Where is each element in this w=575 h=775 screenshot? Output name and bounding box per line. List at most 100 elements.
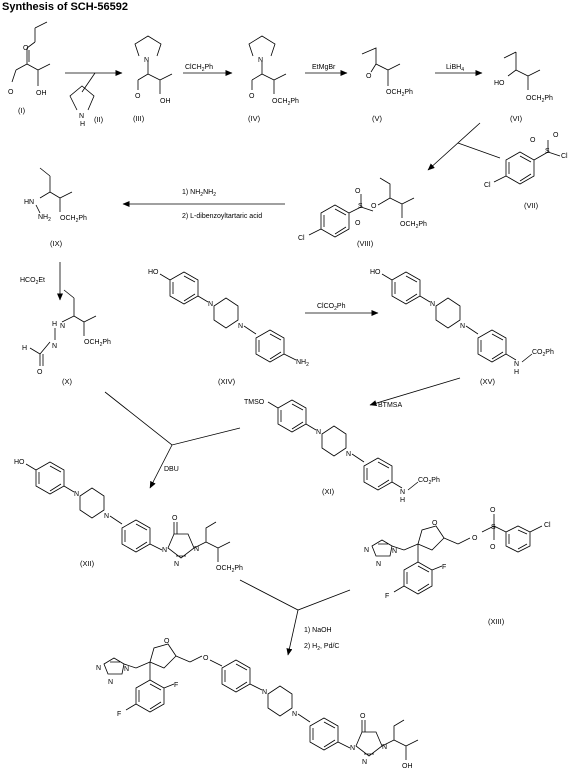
reagent-libh4: LiBH4 — [446, 64, 464, 73]
atom-oh: OH — [36, 90, 47, 97]
atom-n: N — [376, 561, 381, 568]
atom-h: H — [22, 345, 27, 352]
compound-I: O O OH (I) — [8, 21, 51, 115]
label-IV: (IV) — [248, 114, 261, 123]
atom-och2ph: OCH2Ph — [386, 89, 413, 98]
atom-s: S — [491, 524, 496, 531]
compound-XI: TMSO N N N H CO2Ph (XI) — [244, 399, 440, 504]
atom-f: F — [385, 593, 389, 600]
reagent-h2-pdc: 2) H2, Pd/C — [304, 643, 339, 652]
compound-III: N O OH (III) — [133, 35, 173, 123]
atom-o: O — [432, 520, 438, 527]
compound-IV: N O OCH2Ph (IV) — [248, 35, 299, 123]
atom-co2ph: CO2Ph — [418, 477, 440, 486]
atom-o: O — [172, 515, 178, 522]
atom-n: N — [316, 429, 321, 436]
atom-cl: Cl — [544, 522, 551, 529]
atom-cl: Cl — [484, 182, 491, 189]
atom-n: N — [96, 665, 101, 672]
atom-h: H — [80, 121, 85, 128]
label-VI: (VI) — [510, 114, 523, 123]
reagent-btmsa: BTMSA — [378, 402, 402, 409]
atom-ho: HO — [14, 459, 25, 466]
atom-n: N — [262, 689, 267, 696]
arrow-11 — [286, 609, 299, 656]
atom-hn: HN — [24, 199, 34, 206]
atom-s: S — [545, 148, 550, 155]
atom-oh: OH — [160, 98, 171, 105]
atom-o: O — [490, 507, 496, 514]
atom-n: N — [362, 759, 367, 766]
atom-cl: Cl — [298, 235, 305, 242]
reagent-etmgbr: EtMgBr — [312, 64, 336, 71]
atom-ho: HO — [148, 269, 159, 276]
compound-X: O N N H H OCH2Ph (X) — [22, 289, 111, 386]
atom-och2ph: OCH2Ph — [272, 98, 299, 107]
atom-n: N — [382, 744, 387, 751]
atom-n: N — [430, 301, 435, 308]
compound-VIII: Cl S O O O OCH2Ph (VIII) — [298, 177, 427, 248]
label-VII: (VII) — [524, 201, 539, 210]
atom-och2ph: OCH2Ph — [60, 215, 87, 224]
label-II: (II) — [94, 115, 104, 124]
atom-o: O — [472, 535, 478, 542]
atom-n: N — [104, 513, 109, 520]
atom-f: F — [442, 564, 446, 571]
atom-ho: HO — [370, 269, 381, 276]
compound-VI: HO OCH2Ph (VI) — [494, 51, 553, 123]
atom-n: N — [174, 561, 179, 568]
arrow-5-branch — [457, 142, 501, 159]
label-VIII: (VIII) — [357, 239, 374, 248]
atom-n: N — [79, 113, 84, 120]
label-IX: (IX) — [50, 239, 63, 248]
atom-o: O — [355, 220, 361, 227]
label-XV: (XV) — [480, 377, 496, 386]
atom-n: N — [162, 547, 167, 554]
atom-n: N — [208, 301, 213, 308]
arrow-11-branch — [239, 579, 351, 611]
reagent-dbu: DBU — [164, 466, 179, 473]
atom-h: H — [400, 497, 405, 504]
label-V: (V) — [372, 114, 383, 123]
atom-n: N — [60, 323, 65, 330]
compound-XIII: N N N O F F O S O O Cl (XIII) — [364, 507, 551, 626]
atom-tmso: TMSO — [244, 399, 265, 406]
atom-n: N — [194, 546, 199, 553]
atom-och2ph: OCH2Ph — [84, 339, 111, 348]
atom-o: O — [371, 203, 377, 210]
scheme-title: Synthesis of SCH-56592 — [2, 1, 128, 13]
label-XIV: (XIV) — [218, 377, 236, 386]
atom-o: O — [249, 93, 255, 100]
atom-n: N — [258, 57, 263, 64]
atom-n: N — [514, 361, 519, 368]
atom-n: N — [238, 323, 243, 330]
compound-XIV: HO N N NH2 (XIV) — [148, 269, 309, 386]
label-I: (I) — [18, 106, 26, 115]
atom-n: N — [124, 666, 129, 673]
atom-och2ph: OCH2Ph — [400, 221, 427, 230]
compound-VII: O O S Cl Cl (VII) — [484, 132, 568, 210]
atom-n: N — [364, 547, 369, 554]
label-XIII: (XIII) — [488, 617, 505, 626]
label-XI: (XI) — [322, 487, 335, 496]
atom-o: O — [37, 369, 43, 376]
arrow-9 — [369, 377, 461, 407]
atom-o: O — [355, 188, 361, 195]
reagent-hco2et: HCO2Et — [20, 277, 45, 286]
atom-s: S — [358, 203, 363, 210]
atom-n: N — [346, 451, 351, 458]
atom-o: O — [203, 655, 209, 662]
label-III: (III) — [133, 114, 145, 123]
atom-ho: HO — [494, 80, 505, 87]
atom-nh2: NH2 — [38, 214, 51, 223]
atom-h: H — [52, 321, 57, 328]
atom-och2ph: OCH2Ph — [526, 95, 553, 104]
compound-final: N N N O F F O N N N N N O OH — [96, 638, 419, 770]
label-XII: (XII) — [80, 559, 95, 568]
atom-o: O — [23, 45, 29, 52]
atom-och2ph: OCH2Ph — [216, 565, 243, 574]
reagent-dibenzoyltartaric: 2) L-dibenzoyltartaric acid — [182, 213, 262, 220]
atom-f: F — [117, 711, 121, 718]
arrow-10 — [149, 444, 173, 489]
